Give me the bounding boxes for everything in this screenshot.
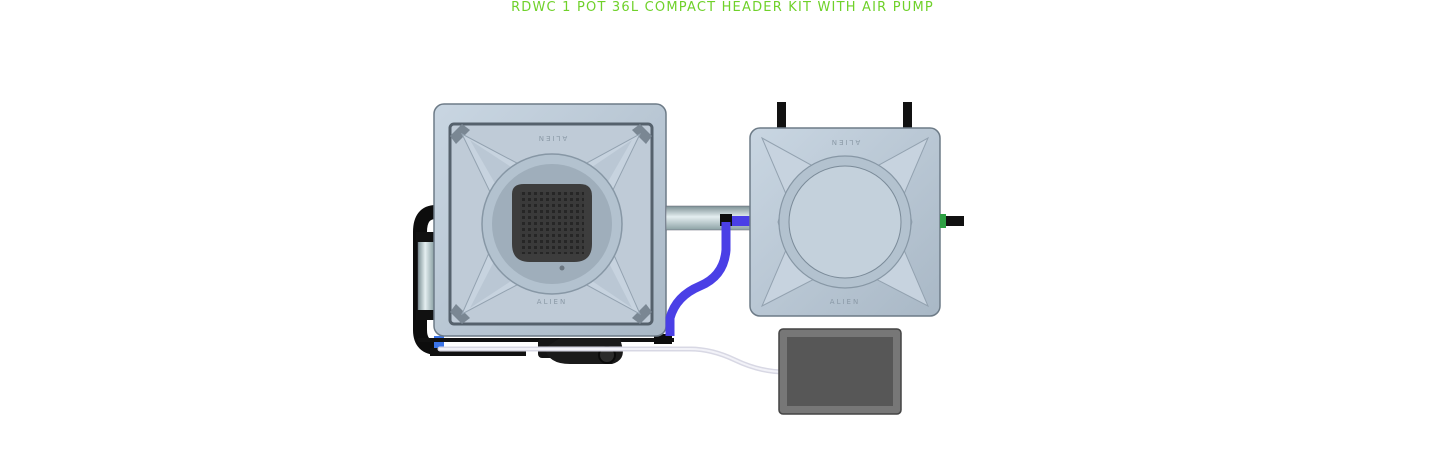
brand-mark-bottom: ALIEN: [537, 298, 567, 306]
air-pump: [778, 328, 902, 415]
water-hose: [665, 222, 731, 336]
brand-mark-top: ALIEN: [537, 134, 567, 142]
brand-mark-top: ALIEN: [830, 138, 860, 146]
control-bucket: ALIEN ALIEN: [749, 102, 964, 317]
brand-mark-bottom: ALIEN: [830, 298, 860, 306]
grow-pot: ALIEN ALIEN: [433, 103, 667, 337]
net-pot-lid: [512, 184, 592, 262]
diagram-title: RDWC 1 POT 36L COMPACT HEADER KIT WITH A…: [511, 0, 934, 15]
